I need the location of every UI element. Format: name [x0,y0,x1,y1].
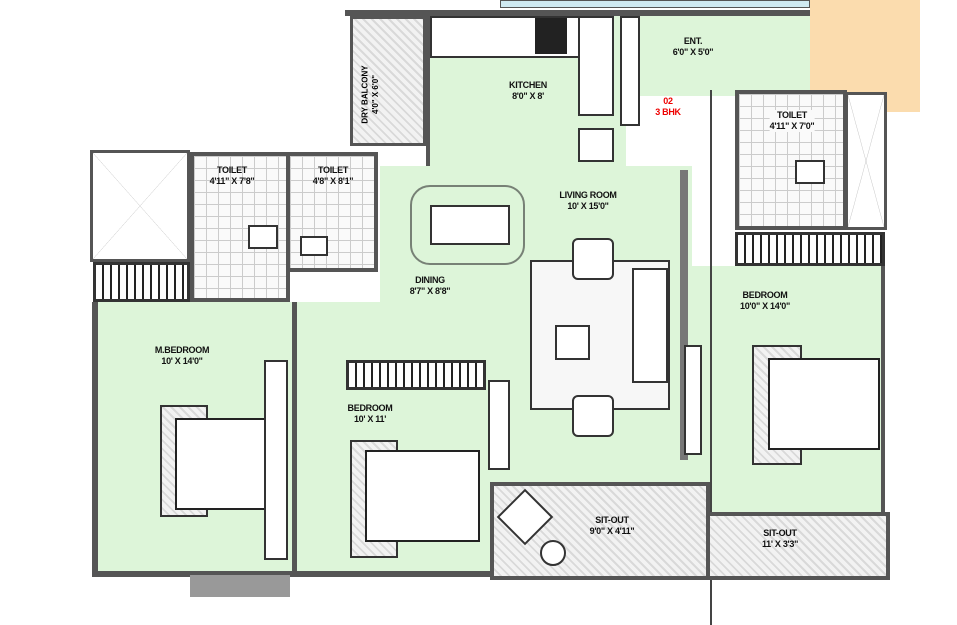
room-name: ENT. [683,36,703,46]
armchair-top [572,238,614,280]
room-size: 10'0" X 14'0" [740,301,790,311]
room-name: M.BEDROOM [154,345,210,355]
stove-icon [535,18,567,54]
dry-balcony [350,16,426,146]
top-balcony-strip [500,0,810,8]
kitchen-cabinet [620,16,640,126]
room-size: 4'11" X 7'0" [769,121,815,131]
window-sill [190,575,290,597]
bed-2 [365,450,480,542]
shaft-left [90,150,190,262]
room-name: DRY BALCONY [360,65,370,124]
sit-out-table [540,540,566,566]
room-name: BEDROOM [347,403,393,413]
tv-unit [684,345,702,455]
room-name: LIVING ROOM [559,190,617,200]
wardrobe-right [735,232,885,266]
sit-out-2 [710,512,890,580]
room-size: 11' X 3'3" [761,539,799,549]
side-table [488,380,510,470]
wardrobe-side [264,360,288,560]
wc-icon [248,225,278,249]
kitchen-counter-side [578,16,614,116]
wardrobe-master [93,262,190,302]
room-size: 8'0" X 8' [512,91,544,101]
coffee-table [555,325,590,360]
room-size: 6'0" X 5'0" [672,47,714,57]
entrance-label: ENT.6'0" X 5'0" [673,36,714,58]
room-name: TOILET [317,165,349,175]
room-name: TOILET [216,165,248,175]
room-size: 4'8" X 8'1" [312,176,354,186]
wc-icon [795,160,825,184]
room-size: 4'0" X 6'0" [370,75,380,114]
room-name: SIT-OUT [763,528,797,538]
divider-line [710,90,712,625]
room-name: BEDROOM [742,290,788,300]
bed-3 [768,358,880,450]
armchair-bottom [572,395,614,437]
room-name: SIT-OUT [595,515,629,525]
unit-type: 3 BHK [655,107,681,117]
room-size: 8'7" X 8'8" [409,286,451,296]
room-name: TOILET [776,110,808,120]
room-name: DINING [415,275,445,285]
top-wall [345,10,890,16]
fridge [578,128,614,162]
dining-chairs [410,185,525,265]
room-name: KITCHEN [509,80,547,90]
room-size: 10' X 15'0" [567,201,609,211]
room-size: 10' X 11' [353,414,387,424]
dry-balcony-label: DRY BALCONY 4'0" X 6'0" [356,60,396,140]
unit-number: 02 [663,96,673,106]
room-size: 9'0" X 4'11" [589,526,635,536]
shaft-right [845,92,887,230]
wc-icon [300,236,328,256]
room-size: 4'11" X 7'8" [209,176,255,186]
sofa [632,268,668,383]
room-size: 10' X 14'0" [161,356,203,366]
wardrobe-bedroom-2 [346,360,486,390]
dining-table [430,205,510,245]
toilet-2 [290,152,378,272]
living-partition [680,170,688,460]
entrance [640,16,810,96]
